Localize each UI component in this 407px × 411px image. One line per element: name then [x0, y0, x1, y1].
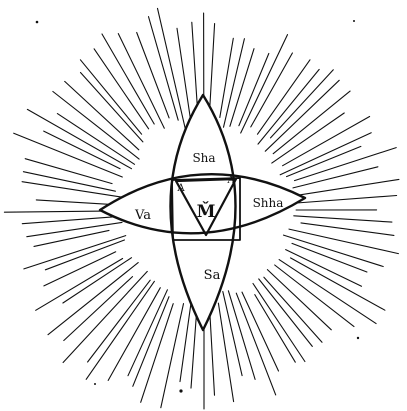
ray-line	[64, 277, 133, 341]
ray-line	[23, 172, 115, 192]
corner-label-left: A	[176, 183, 185, 194]
ray-line	[289, 229, 398, 254]
ray-line	[230, 49, 254, 127]
ray-line	[218, 303, 233, 401]
petal-label-right: Shha	[253, 196, 284, 210]
corner-label-right: A	[226, 175, 235, 186]
ray-line	[24, 236, 126, 269]
ray-line	[102, 34, 154, 124]
ray-line	[25, 159, 112, 184]
ray-line	[287, 146, 361, 176]
ray-line	[65, 81, 139, 149]
ray-line	[80, 60, 141, 134]
petal-label-left: Va	[134, 208, 151, 223]
ray-line	[239, 54, 269, 126]
ray-line	[141, 304, 174, 403]
ray-line	[180, 305, 191, 382]
ray-line	[63, 271, 147, 362]
ray-line	[291, 258, 385, 310]
ray-line	[259, 279, 313, 347]
petal-label-bottom: Sa	[204, 268, 221, 283]
ray-line	[241, 35, 288, 133]
ray-line	[158, 8, 186, 128]
ray-line	[258, 69, 319, 144]
ray-line	[22, 216, 121, 223]
ray-line	[264, 277, 322, 342]
ray-line	[36, 259, 123, 311]
ray-line	[128, 290, 167, 376]
petal-label-top: Sha	[192, 151, 215, 165]
ray-line	[290, 196, 397, 204]
ray-line	[283, 117, 370, 166]
ray-line	[27, 222, 122, 236]
ray-line	[220, 38, 234, 117]
ray-line	[192, 22, 198, 114]
ray-line	[272, 113, 344, 163]
ray-line	[177, 28, 190, 117]
ray-line	[294, 216, 392, 222]
ray-line	[45, 240, 124, 270]
ray-line	[253, 284, 305, 362]
ray-line	[267, 270, 331, 330]
center-letter: M̌	[197, 202, 216, 222]
ray-line	[34, 230, 109, 246]
ray-line	[36, 200, 119, 205]
ray-line	[255, 295, 295, 363]
ray-line	[280, 133, 371, 175]
ray-line	[88, 280, 151, 362]
ray-line	[289, 179, 399, 196]
ray-line	[275, 265, 354, 327]
ray-line	[63, 258, 132, 303]
ray-line	[301, 223, 394, 236]
ray-line	[251, 53, 293, 127]
ray-line	[279, 260, 376, 324]
